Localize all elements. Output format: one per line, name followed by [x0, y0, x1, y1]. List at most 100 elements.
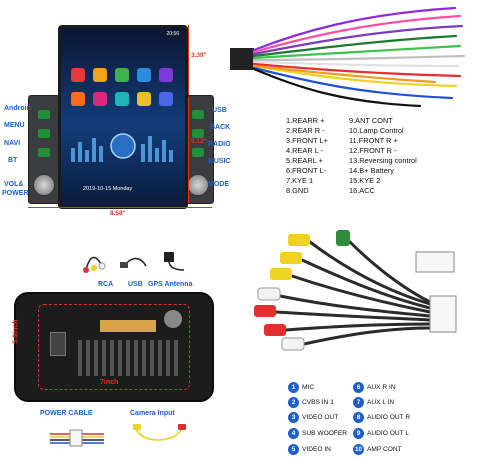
app-icon[interactable]: [93, 92, 107, 106]
rca-plug-yellow: [288, 234, 310, 246]
rca-plug-white: [257, 287, 281, 301]
legend-number: 6: [353, 382, 364, 393]
usb-label: USB: [128, 281, 143, 288]
pin-label: 4.REAR L -: [286, 146, 324, 155]
legend-number: 7: [353, 397, 364, 408]
panel-width-dimension: 7inch: [100, 379, 119, 386]
rca-connector-block: [429, 295, 457, 333]
mode-knob[interactable]: [187, 174, 209, 196]
status-time: 20:56: [166, 31, 179, 37]
rca-plug-red: [254, 305, 276, 317]
top-height-line: [188, 25, 189, 95]
callout-radio: RADIO: [208, 141, 231, 148]
menu-button[interactable]: [38, 110, 50, 119]
pin-label: 6.FRONT L-: [286, 166, 327, 175]
pin-label: 14.B+ Battery: [349, 166, 394, 175]
app-icon[interactable]: [115, 92, 129, 106]
heatsink-fins: [78, 340, 182, 376]
camera-input-label: Camera Input: [130, 410, 175, 417]
legend-number: 5: [288, 444, 299, 455]
legend-label: AUDIO OUT R: [367, 414, 411, 421]
radio-button[interactable]: [192, 129, 204, 138]
pin-label: 1.REARR +: [286, 116, 325, 125]
rca-plugs: [254, 230, 350, 351]
rca-plug-white: [281, 337, 305, 351]
pin-label: 16.ACC: [349, 186, 375, 195]
pin-label: 11.FRONT R +: [349, 136, 398, 145]
legend-label: VIDEO OUT: [302, 414, 339, 421]
legend-number: 4: [288, 428, 299, 439]
pin-label: 2.REAR R -: [286, 126, 325, 135]
pin-label: 12.FRONT R -: [349, 146, 397, 155]
camera-input-icon: [133, 424, 186, 441]
power-connector[interactable]: [50, 332, 66, 356]
rca-plug-yellow: [270, 268, 292, 280]
screen-height-line: [188, 97, 189, 203]
app-icon[interactable]: [71, 92, 85, 106]
app-icon[interactable]: [137, 68, 151, 82]
left-button-panel: [28, 95, 60, 204]
legend-label: VIDEO IN: [302, 446, 331, 453]
legend-label: CVBS IN 1: [302, 399, 334, 406]
app-icon[interactable]: [159, 68, 173, 82]
rca-plug-red: [264, 324, 286, 336]
app-icon[interactable]: [137, 92, 151, 106]
touch-screen[interactable]: 20:56 2019-10-15 Monday: [58, 25, 188, 209]
legend-number: 3: [288, 412, 299, 423]
accessory-cables: [83, 252, 185, 273]
pin-label: 15.KYE 2: [349, 176, 381, 185]
pin-label: 13.Reversing control: [349, 156, 417, 165]
legend-number: 9: [353, 428, 364, 439]
app-icon[interactable]: [71, 68, 85, 82]
width-dimension: 8.58": [110, 210, 126, 217]
rca-plug-yellow: [280, 252, 302, 264]
legend-number: 8: [353, 412, 364, 423]
callout-music: MUSIC: [208, 158, 231, 165]
legend-label: AUX L IN: [367, 399, 395, 406]
gps-antenna-label: GPS Antenna: [148, 281, 193, 288]
power-cable-label: POWER CABLE: [40, 410, 93, 417]
back-button[interactable]: [192, 110, 204, 119]
gps-port[interactable]: [164, 310, 182, 328]
callout-back: BACK: [210, 124, 231, 131]
bt-button[interactable]: [38, 148, 50, 157]
app-icon[interactable]: [159, 92, 173, 106]
volume-knob[interactable]: [33, 174, 55, 196]
navi-button[interactable]: [38, 129, 50, 138]
callout-usb: USB: [212, 107, 227, 114]
callout-mode: MODE: [208, 181, 229, 188]
screen-height-dimension: 5.12": [191, 138, 207, 145]
rca-plug-green: [336, 230, 350, 246]
legend-number: 10: [353, 444, 364, 455]
back-panel: [14, 292, 214, 402]
rca-cable-bundle: [254, 230, 457, 351]
legend-number: 1: [288, 382, 299, 393]
mount-outline: [38, 304, 190, 390]
callout-android: Android: [4, 105, 31, 112]
date-display: 2019-10-15 Monday: [83, 186, 133, 192]
audio-visualizer: [71, 133, 173, 162]
legend-label: SUB WOOFER: [302, 430, 348, 437]
pin-label: 9.ANT CONT: [349, 116, 393, 125]
pin-label: 3.FRONT L+: [286, 136, 328, 145]
legend-label: AMP CONT: [367, 446, 402, 453]
top-height-dimension: 3.39": [191, 52, 207, 59]
legend-label: AUX R IN: [367, 384, 396, 391]
app-icon[interactable]: [93, 68, 107, 82]
legend-label: AUDIO OUT L: [367, 430, 410, 437]
pin-label: 8.GND: [286, 186, 309, 195]
callout-navi: NAVI: [4, 140, 21, 147]
wire-harness: [230, 6, 466, 108]
callout-vol: VOL&: [4, 181, 24, 188]
callout-menu: MENU: [4, 122, 25, 129]
legend-label: MIC: [302, 384, 315, 391]
app-icon[interactable]: [115, 68, 129, 82]
power-cable-icon: [50, 429, 104, 447]
pin-label: 7.KYE 1: [286, 176, 314, 185]
rca-connector-top: [415, 251, 455, 273]
music-button[interactable]: [192, 148, 204, 157]
pin-label: 10.Lamp Control: [349, 126, 404, 135]
width-dimension-line: [28, 207, 212, 208]
rca-label: RCA: [98, 281, 114, 288]
harness-connector: [230, 48, 254, 70]
